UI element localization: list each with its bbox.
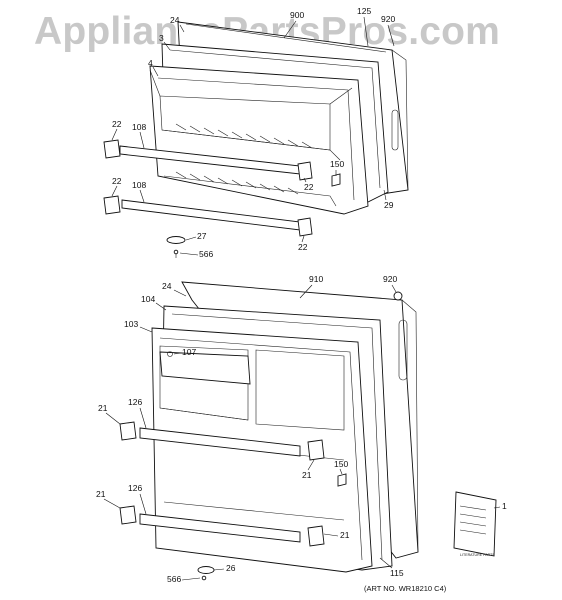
- label-22d: 22: [298, 242, 308, 252]
- fresh-food-door-assembly: [119, 281, 419, 581]
- fresh-food-door-bar-upper: [139, 427, 301, 457]
- bar-end-cap-right-lower-bottom: [307, 525, 325, 547]
- freezer-door-assembly: [103, 21, 409, 258]
- hinge-part-27: [166, 236, 186, 244]
- label-22a: 22: [112, 119, 122, 129]
- art-number: (ART NO. WR18210 C4): [364, 584, 447, 593]
- label-115: 115: [390, 568, 404, 578]
- label-108b: 108: [132, 180, 146, 190]
- label-126a: 126: [128, 397, 142, 407]
- label-125-top: 125: [357, 6, 371, 16]
- label-920-top: 920: [381, 14, 395, 24]
- bar-end-cap-left-lower-bottom: [119, 505, 137, 525]
- label-566-bottom: 566: [167, 574, 181, 584]
- door-stop-150-bottom: [337, 473, 347, 487]
- plug-920-bottom: [393, 291, 403, 301]
- bar-end-cap-right-upper-bottom: [307, 439, 325, 461]
- screw-566-bottom: [201, 575, 207, 581]
- label-900: 900: [290, 10, 304, 20]
- label-21d: 21: [340, 530, 350, 540]
- label-150-bottom: 150: [334, 459, 348, 469]
- label-3: 3: [159, 33, 164, 43]
- freezer-door-bar-lower: [121, 199, 301, 231]
- label-22b: 22: [112, 176, 122, 186]
- bar-end-cap-left-upper: [103, 139, 121, 159]
- label-26: 26: [226, 563, 236, 573]
- fresh-food-door-bar-lower: [139, 513, 301, 543]
- bottom-part-labels: 24 910 920 104 103 107 21 126 150 21 21 …: [96, 274, 507, 584]
- label-27: 27: [197, 231, 207, 241]
- label-24-top: 24: [170, 15, 180, 25]
- label-4: 4: [148, 58, 153, 68]
- fresh-food-handle-slot: [398, 319, 408, 381]
- label-910: 910: [309, 274, 323, 284]
- screw-566-top: [173, 249, 179, 255]
- dairy-compartment-door: [159, 351, 251, 385]
- label-126b: 126: [128, 483, 142, 493]
- freezer-door-liner: [149, 65, 369, 215]
- label-22c: 22: [304, 182, 314, 192]
- label-150-top: 150: [330, 159, 344, 169]
- freezer-door-handle-slot: [391, 109, 399, 151]
- bar-end-cap-right-upper: [297, 161, 313, 181]
- label-566-top: 566: [199, 249, 213, 259]
- door-stop-150-top: [331, 173, 341, 187]
- label-103: 103: [124, 319, 138, 329]
- bar-end-cap-left-lower: [103, 195, 121, 215]
- label-920-bottom: 920: [383, 274, 397, 284]
- label-29: 29: [384, 200, 394, 210]
- top-part-labels: 24 900 125 920 3 4 22 108 22 108 150 22 …: [111, 6, 395, 259]
- label-104: 104: [141, 294, 155, 304]
- literature-text: LITERATURE PARTS: [460, 553, 495, 557]
- label-108a: 108: [132, 122, 146, 132]
- label-21a: 21: [98, 403, 108, 413]
- bar-end-cap-left-upper-bottom: [119, 421, 137, 441]
- label-21c: 21: [96, 489, 106, 499]
- literature-booklet: LITERATURE PARTS: [453, 491, 497, 557]
- hinge-part-26: [197, 566, 215, 574]
- label-107: 107: [182, 347, 196, 357]
- label-1: 1: [502, 501, 507, 511]
- label-21b: 21: [302, 470, 312, 480]
- bar-end-cap-right-lower: [297, 217, 313, 237]
- label-24-bottom: 24: [162, 281, 172, 291]
